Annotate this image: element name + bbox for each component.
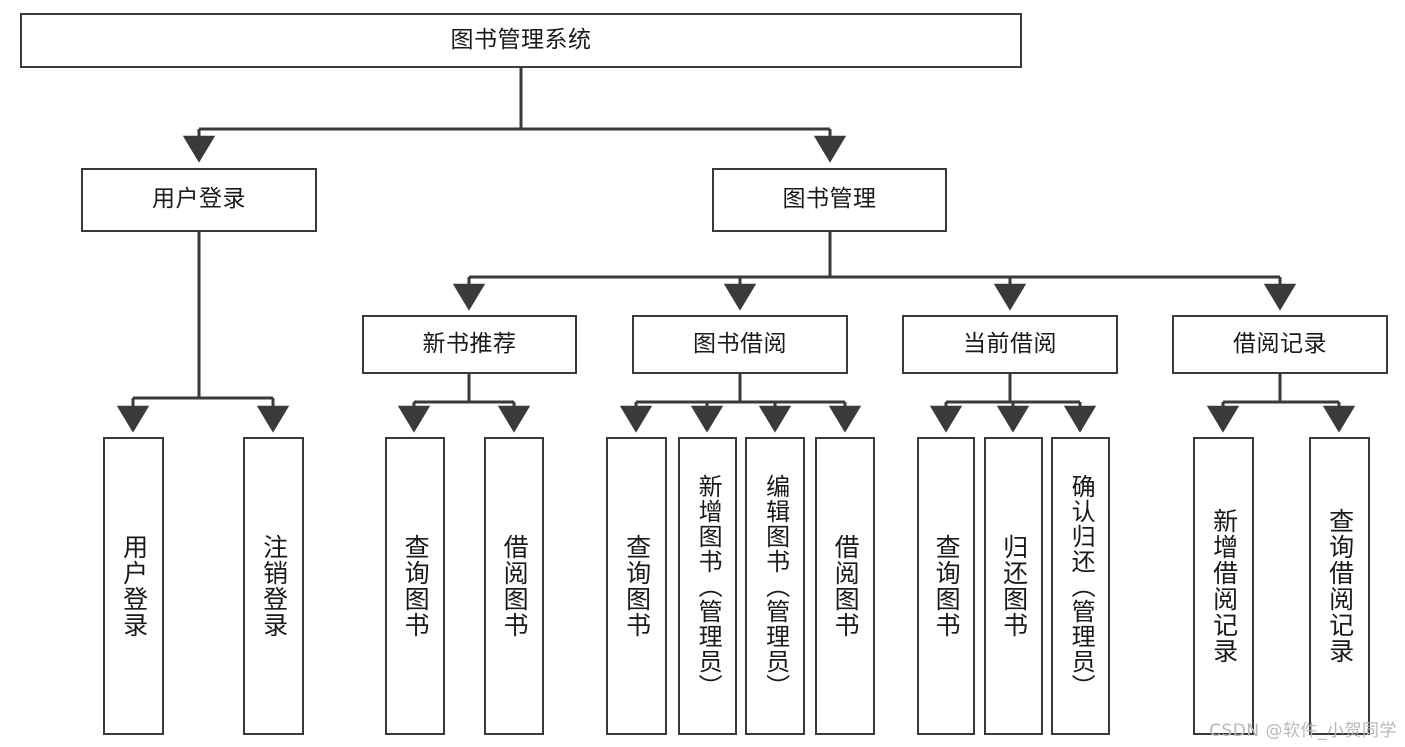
node-label: 归还图书 — [999, 534, 1029, 638]
node-book-borrow[interactable]: 图书借阅 — [632, 315, 848, 374]
leaf-current-borrow-confirm-return-admin[interactable]: 确认归还（管理员） — [1051, 437, 1110, 735]
node-user-login[interactable]: 用户登录 — [81, 168, 317, 232]
node-label: 用户登录 — [119, 534, 149, 638]
node-label: 当前借阅 — [963, 330, 1057, 357]
node-label: 借阅图书 — [500, 534, 530, 638]
leaf-new-book-borrow-book[interactable]: 借阅图书 — [484, 437, 544, 735]
leaf-book-borrow-edit-book-admin[interactable]: 编辑图书（管理员） — [745, 437, 805, 735]
node-label: 图书管理 — [782, 186, 877, 213]
node-borrow-record[interactable]: 借阅记录 — [1172, 315, 1388, 374]
node-label: 借阅图书 — [831, 534, 861, 638]
node-label: 新增图书（管理员） — [694, 473, 723, 699]
node-label: 图书借阅 — [693, 330, 787, 357]
leaf-user-login-logout[interactable]: 注销登录 — [243, 437, 304, 735]
leaf-book-borrow-query-book[interactable]: 查询图书 — [606, 437, 667, 735]
node-label: 借阅记录 — [1233, 330, 1327, 357]
node-label: 查询借阅记录 — [1325, 508, 1355, 664]
leaf-borrow-record-add-record[interactable]: 新增借阅记录 — [1193, 437, 1254, 735]
leaf-book-borrow-add-book-admin[interactable]: 新增图书（管理员） — [678, 437, 737, 735]
node-book-management[interactable]: 图书管理 — [712, 168, 947, 232]
leaf-user-login-login[interactable]: 用户登录 — [103, 437, 164, 735]
node-label: 图书管理系统 — [450, 26, 592, 53]
node-label: 新书推荐 — [422, 330, 517, 357]
leaf-new-book-query-book[interactable]: 查询图书 — [385, 437, 445, 735]
node-new-book-recommend[interactable]: 新书推荐 — [362, 315, 577, 374]
node-label: 注销登录 — [259, 534, 289, 638]
node-label: 确认归还（管理员） — [1067, 473, 1096, 699]
node-label: 编辑图书（管理员） — [761, 473, 790, 699]
node-label: 用户登录 — [152, 186, 246, 213]
node-root-system[interactable]: 图书管理系统 — [20, 13, 1022, 68]
node-current-borrow[interactable]: 当前借阅 — [902, 315, 1118, 374]
node-label: 查询图书 — [932, 534, 962, 638]
leaf-borrow-record-query-record[interactable]: 查询借阅记录 — [1309, 437, 1370, 735]
node-label: 新增借阅记录 — [1209, 508, 1239, 664]
leaf-current-borrow-query-book[interactable]: 查询图书 — [917, 437, 975, 735]
csdn-watermark: CSDN @软件_小贺同学 — [1209, 721, 1397, 741]
leaf-current-borrow-return-book[interactable]: 归还图书 — [984, 437, 1043, 735]
node-label: 查询图书 — [622, 534, 652, 638]
node-label: 查询图书 — [401, 534, 431, 638]
leaf-book-borrow-borrow-book[interactable]: 借阅图书 — [815, 437, 875, 735]
